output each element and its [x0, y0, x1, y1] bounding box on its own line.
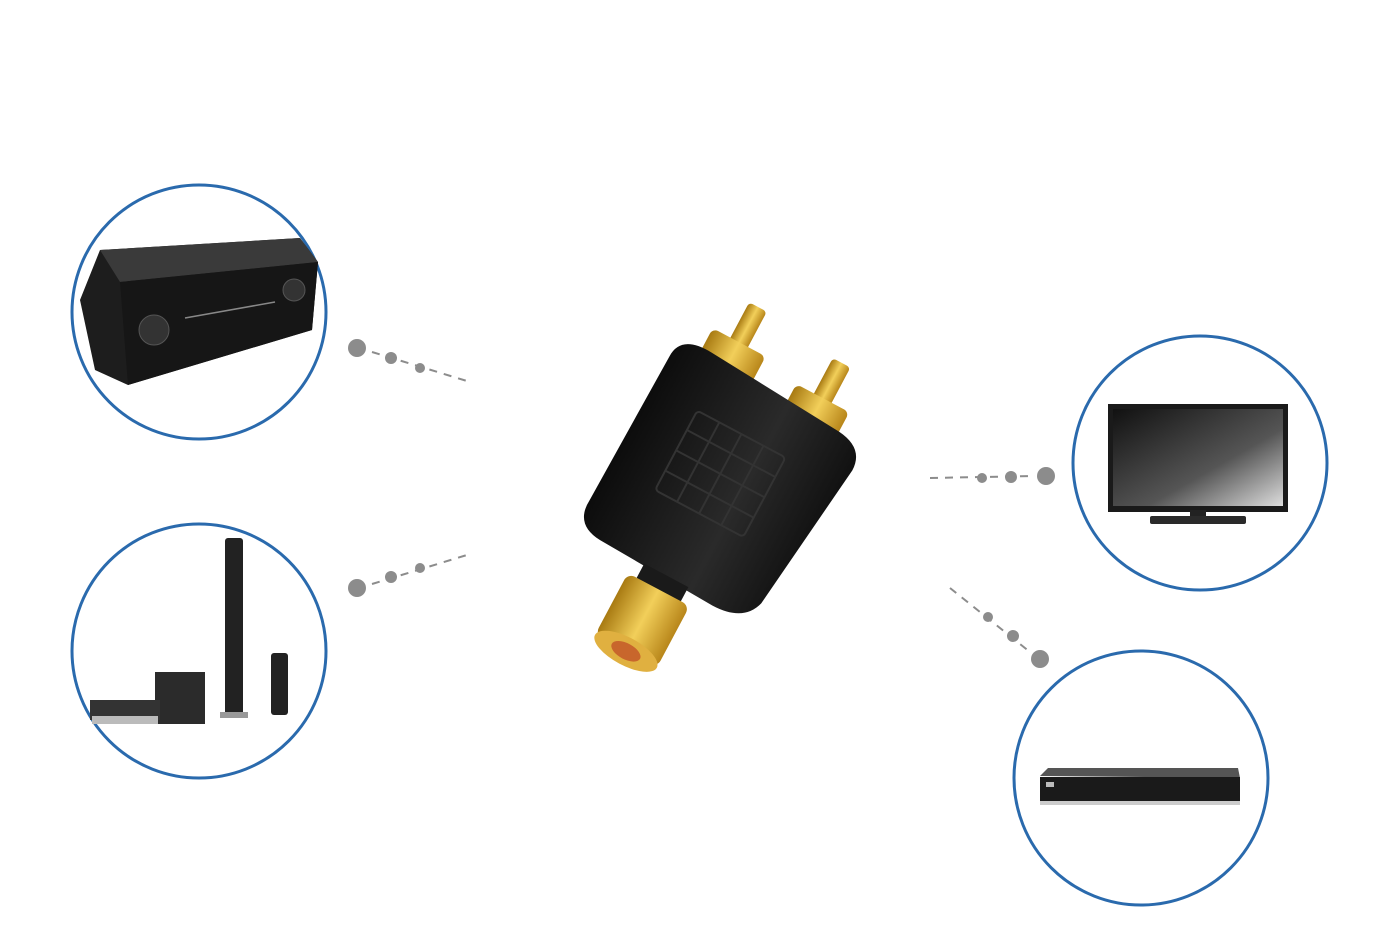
dvd-player-icon	[1012, 649, 1270, 907]
rca-y-splitter-adapter-icon	[583, 303, 856, 672]
connector-tv	[929, 467, 1055, 485]
tv-icon	[1071, 334, 1329, 592]
connector-receiver	[348, 339, 468, 382]
speakers-icon	[70, 522, 328, 780]
connector-dvd	[949, 587, 1049, 668]
av-receiver-icon	[70, 183, 328, 441]
connector-speakers	[348, 554, 468, 597]
